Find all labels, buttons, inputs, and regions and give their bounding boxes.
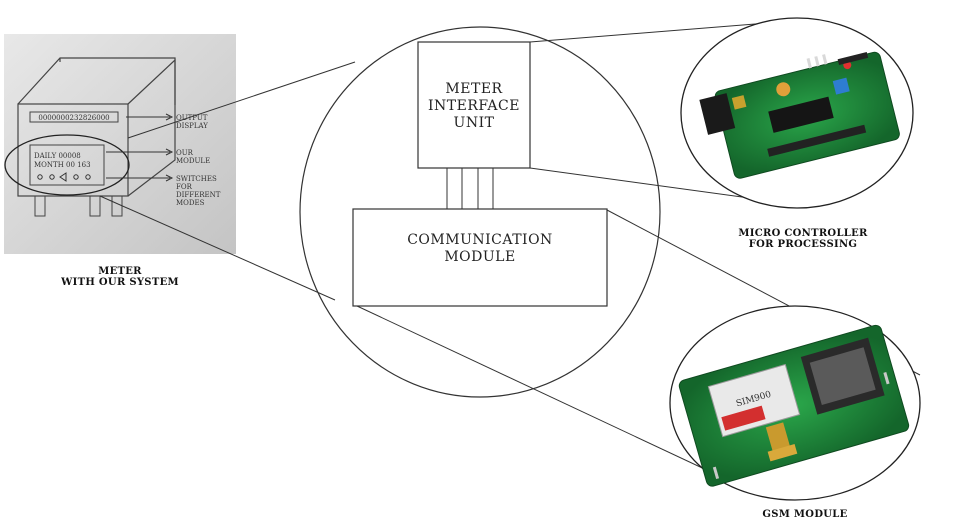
- meter-sketch-photo: 0000000232826000 DAILY 00008 MONTH 00 16…: [4, 34, 236, 254]
- micro-controller-photo: [680, 17, 914, 209]
- sketch-display-digits: 0000000232826000: [38, 114, 109, 122]
- meter-caption-line2: WITH OUR SYSTEM: [61, 277, 179, 288]
- gsm-module-caption: GSM MODULE: [762, 509, 848, 520]
- micro-controller-caption-line2: FOR PROCESSING: [748, 239, 858, 250]
- bus-lines: [446, 168, 494, 209]
- sketch-panel-line1: DAILY 00008: [34, 152, 81, 160]
- meter-interface-unit-box: [417, 41, 531, 169]
- system-circle: [299, 26, 661, 398]
- meter-interface-unit-label: METER INTERFACE UNIT: [428, 81, 520, 131]
- micro-controller-caption-line1: MICRO CONTROLLER: [738, 228, 868, 239]
- meter-caption: METER WITH OUR SYSTEM: [20, 266, 220, 288]
- meter-caption-line1: METER: [98, 266, 142, 277]
- gsm-module-photo: SIM900: [669, 305, 921, 501]
- communication-module-label: COMMUNICATION MODULE: [407, 232, 553, 265]
- sketch-panel-line2: MONTH 00 163: [34, 161, 91, 169]
- communication-module-box: [352, 208, 608, 307]
- micro-controller-caption: MICRO CONTROLLER FOR PROCESSING: [718, 228, 888, 250]
